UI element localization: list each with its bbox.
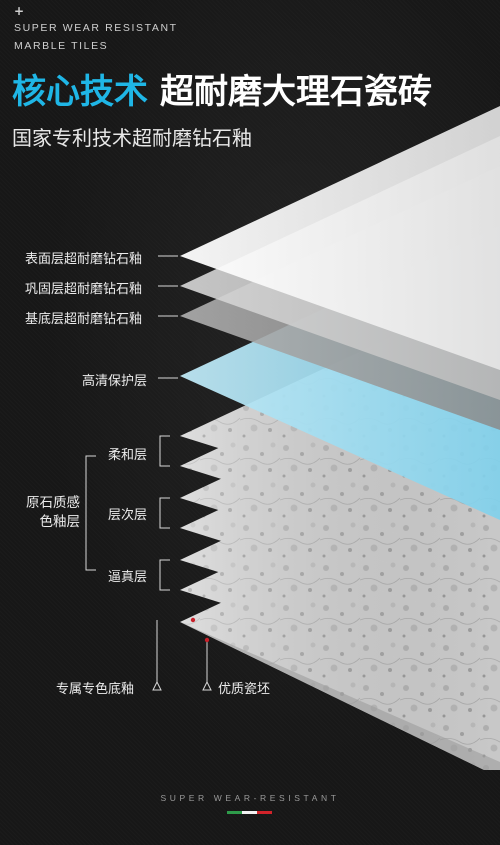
glaze-marker-dot (190, 617, 196, 623)
footer-text: SUPER WEAR-RESISTANT (160, 793, 340, 803)
label-porcelain-body: 优质瓷坯 (218, 682, 271, 697)
english-title-line2: MARBLE TILES (14, 40, 109, 52)
surface-glaze-layer (180, 106, 500, 370)
flag-red (257, 811, 272, 814)
subtitle: 国家专利技术超耐磨钻石釉 (12, 126, 252, 150)
flag-green (227, 811, 242, 814)
title-main: 超耐磨大理石瓷砖 (160, 71, 432, 112)
label-soft-layer: 柔和层 (108, 448, 148, 463)
label-reinforce-layer: 巩固层超耐磨钻石釉 (25, 282, 143, 297)
label-base-layer: 基底层超耐磨钻石釉 (25, 312, 143, 327)
label-surface-layer: 表面层超耐磨钻石釉 (25, 252, 143, 267)
main-title: 核心技术 超耐磨大理石瓷砖 (12, 66, 432, 112)
label-base-glaze: 专属专色底釉 (56, 682, 135, 697)
plus-mark: + (14, 4, 25, 18)
english-title-line1: SUPER WEAR RESISTANT (14, 22, 178, 34)
flag-white (242, 811, 257, 814)
texture-group-bracket (85, 435, 170, 591)
texture-group-label: 原石质感 色釉层 (10, 494, 80, 532)
label-protective-layer: 高清保护层 (82, 374, 148, 389)
body-marker-dot (204, 637, 210, 643)
title-accent: 核心技术 (12, 71, 148, 112)
italy-flag-bar (227, 811, 272, 814)
texture-group-label-line2: 色釉层 (39, 514, 81, 530)
texture-group-label-line1: 原石质感 (26, 495, 80, 511)
label-real-layer: 逼真层 (108, 570, 148, 585)
label-depth-layer: 层次层 (108, 508, 148, 523)
